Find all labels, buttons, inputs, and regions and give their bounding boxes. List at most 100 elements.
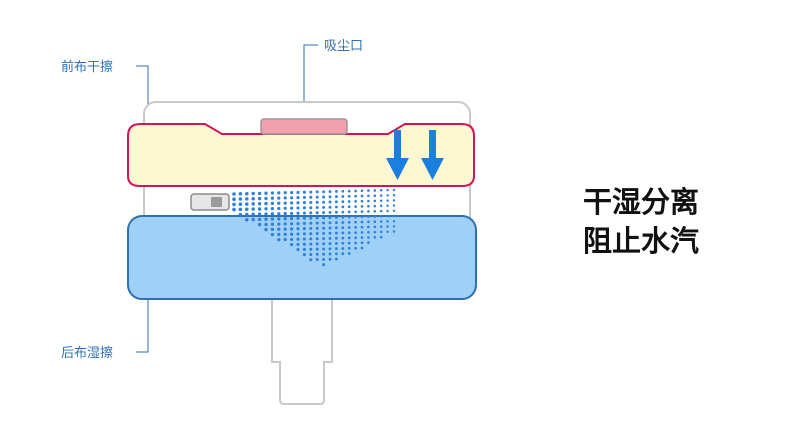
- mist-dot: [277, 238, 281, 242]
- mist-dot: [373, 194, 377, 197]
- mist-dot: [341, 236, 345, 240]
- mist-dot: [392, 220, 396, 223]
- mist-dot: [367, 215, 370, 218]
- mist-dot: [354, 220, 357, 224]
- mist-dot: [334, 189, 338, 193]
- mist-dot: [322, 200, 326, 204]
- mist-dot: [257, 222, 262, 227]
- mist-dot: [322, 263, 326, 267]
- mist-dot: [245, 202, 249, 206]
- wet-pad: [127, 215, 477, 300]
- mist-dot: [302, 247, 306, 251]
- mist-dot: [347, 241, 351, 245]
- mist-dot: [315, 242, 319, 246]
- mist-dot: [354, 215, 357, 219]
- mist-dot: [270, 227, 275, 232]
- mist-dot: [334, 236, 338, 240]
- mist-dot: [270, 201, 275, 206]
- mist-dot: [347, 220, 351, 224]
- mist-dot: [257, 212, 262, 216]
- mist-dot: [302, 227, 306, 231]
- mist-dot: [309, 226, 313, 231]
- mist-dot: [367, 230, 370, 234]
- mist-dot: [257, 202, 262, 206]
- mist-dot: [322, 237, 326, 241]
- mist-dot: [290, 237, 294, 241]
- mist-dot: [341, 200, 345, 204]
- mist-dot: [347, 205, 351, 209]
- mist-dot: [290, 211, 294, 215]
- mist-dot: [296, 222, 300, 226]
- mist-dot: [322, 231, 326, 235]
- mist-dot: [360, 215, 364, 219]
- mist-dot: [367, 189, 370, 192]
- mist-dot: [328, 226, 332, 230]
- mist-dot: [309, 258, 313, 262]
- mist-dot: [334, 195, 338, 199]
- mist-dot: [334, 205, 338, 209]
- mist-dot: [232, 192, 236, 196]
- mist-dot: [379, 220, 383, 223]
- mist-dot: [328, 236, 332, 240]
- mist-dot: [277, 217, 281, 221]
- suction-port-label: 吸尘口: [324, 39, 363, 54]
- mist-dot: [309, 252, 313, 257]
- mist-dot: [354, 246, 357, 250]
- mist-dot: [251, 217, 255, 222]
- mist-dot: [322, 242, 326, 246]
- mist-dot: [367, 236, 370, 239]
- mist-dot: [334, 247, 338, 251]
- mist-dot: [386, 230, 389, 234]
- mist-dot: [367, 210, 370, 213]
- mist-dot: [341, 226, 345, 230]
- mist-dot: [245, 197, 249, 201]
- mist-dot: [341, 210, 345, 214]
- mist-dot: [379, 230, 383, 234]
- mist-dot: [360, 205, 364, 208]
- mist-dot: [251, 207, 255, 211]
- mist-dot: [341, 247, 345, 250]
- mist-dot: [232, 207, 236, 212]
- mist-dot: [379, 209, 383, 213]
- mist-dot: [245, 191, 249, 196]
- mist-dot: [328, 200, 332, 204]
- mist-dot: [283, 211, 287, 216]
- mist-dot: [334, 200, 338, 204]
- mist-dot: [328, 252, 332, 256]
- arrow-down-icon-left: [386, 130, 409, 180]
- mist-dot: [367, 199, 370, 203]
- mist-dot: [302, 216, 306, 220]
- mist-dot: [257, 217, 262, 222]
- mist-dot: [302, 232, 306, 236]
- mist-dot: [354, 189, 357, 193]
- mist-dot: [367, 204, 370, 208]
- mist-dot: [334, 257, 338, 261]
- mist-dot: [328, 190, 332, 194]
- mist-dot: [245, 207, 249, 212]
- mist-dot: [386, 194, 389, 197]
- mist-dot: [322, 247, 326, 251]
- water-spray-icon: [190, 188, 396, 267]
- mist-dot: [360, 241, 364, 245]
- mist-dot: [347, 226, 351, 229]
- mist-dot: [251, 212, 255, 217]
- mist-dot: [277, 191, 281, 195]
- mist-dot: [257, 207, 262, 211]
- mist-dot: [309, 211, 313, 215]
- mist-dot: [315, 221, 319, 225]
- mist-dot: [379, 235, 383, 239]
- mist-dot: [367, 241, 370, 244]
- mist-dot: [302, 195, 306, 199]
- mist-dot: [315, 232, 319, 235]
- mist-dot: [290, 201, 294, 205]
- mist-dot: [322, 211, 326, 215]
- mist-dot: [392, 225, 396, 228]
- mist-dot: [354, 241, 357, 245]
- mist-dot: [386, 188, 389, 192]
- mist-dot: [296, 216, 300, 220]
- mist-dot: [277, 196, 281, 200]
- mist-dot: [354, 194, 357, 198]
- mist-dot: [354, 231, 357, 234]
- mist-dot: [251, 191, 255, 196]
- mist-dot: [283, 217, 287, 221]
